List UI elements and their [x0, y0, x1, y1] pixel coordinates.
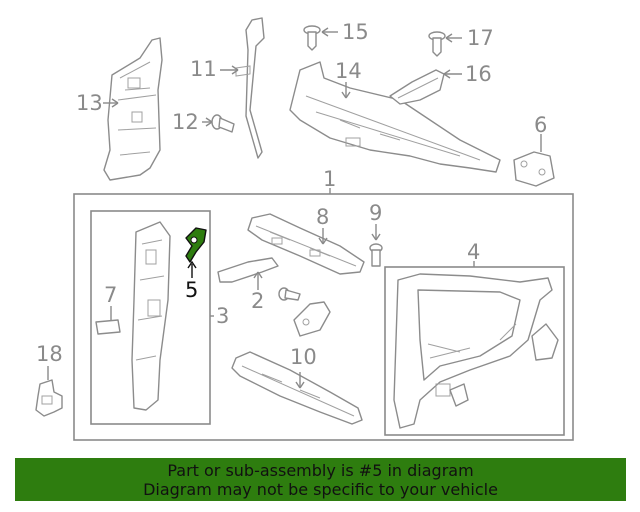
- parts-diagram: 1 2 3 4 5 6 7 8 9 10 11 12 13 14 15 16 1…: [35, 17, 574, 441]
- callout-17: 17: [467, 26, 494, 50]
- callout-4: 4: [467, 240, 480, 264]
- callout-8: 8: [316, 205, 329, 229]
- callout-16: 16: [465, 62, 492, 86]
- part-7-block[interactable]: [95, 319, 121, 335]
- subassembly-box-3: [90, 210, 211, 425]
- part-16-bracket[interactable]: [389, 69, 445, 105]
- callout-1: 1: [323, 167, 336, 191]
- callout-15: 15: [342, 20, 369, 44]
- part-18-sensor[interactable]: [35, 379, 63, 417]
- callout-9: 9: [369, 201, 382, 225]
- part-4-lamp-support[interactable]: [393, 273, 559, 429]
- callout-18: 18: [36, 342, 63, 366]
- callout-6: 6: [534, 113, 547, 137]
- part-10-lower-support[interactable]: [231, 351, 363, 425]
- small-bracket: [293, 301, 331, 337]
- part-8-upper-support[interactable]: [247, 213, 365, 275]
- callout-2: 2: [251, 289, 264, 313]
- part-13-deflector[interactable]: [103, 37, 163, 181]
- banner-line-part: Part or sub-assembly is #5 in diagram: [167, 461, 474, 480]
- callout-7: 7: [104, 283, 117, 307]
- part-14-cover[interactable]: [289, 61, 501, 173]
- part-5-highlighted[interactable]: [185, 227, 207, 263]
- callout-12: 12: [172, 110, 199, 134]
- banner-line-disclaimer: Diagram may not be specific to your vehi…: [143, 480, 498, 499]
- part-12-bolt[interactable]: [211, 114, 235, 133]
- callout-3: 3: [216, 304, 229, 328]
- part-3-side-member[interactable]: [131, 221, 171, 411]
- part-11-seal[interactable]: [235, 17, 265, 159]
- part-15-clip[interactable]: [303, 25, 321, 51]
- info-banner: Part or sub-assembly is #5 in diagram Di…: [15, 458, 626, 501]
- part-2-bracket[interactable]: [217, 257, 279, 283]
- callout-11: 11: [190, 57, 217, 81]
- callout-5: 5: [185, 278, 198, 302]
- part-17-clip[interactable]: [428, 31, 446, 57]
- assembly-box-1: [73, 193, 574, 441]
- callout-10: 10: [290, 345, 317, 369]
- small-bolt: [278, 287, 301, 301]
- callout-14: 14: [335, 59, 362, 83]
- part-9-bolt[interactable]: [369, 243, 383, 267]
- part-6-bracket[interactable]: [513, 151, 555, 187]
- callout-13: 13: [76, 91, 103, 115]
